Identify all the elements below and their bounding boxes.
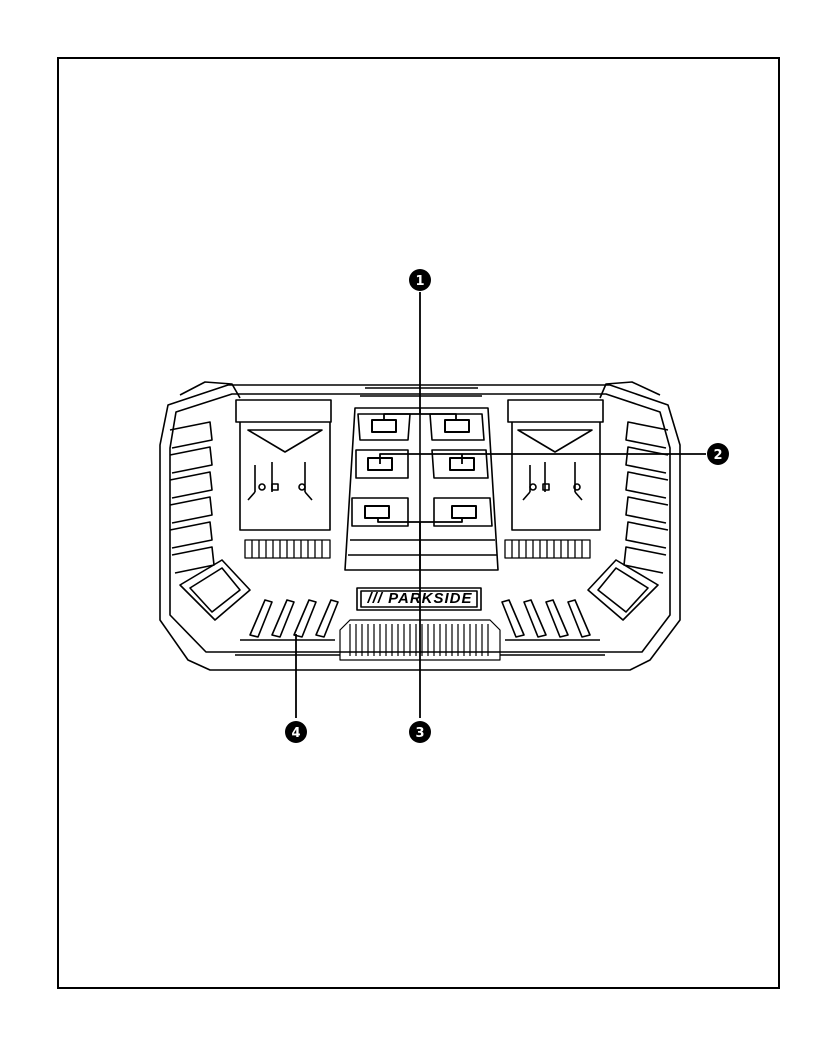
brand-label: /// PARKSIDE [366,590,472,607]
callout-4: 4 [285,721,307,743]
left-vent-grille [245,540,330,558]
callout-3: 3 [409,721,431,743]
right-battery-slot [508,400,603,530]
callout-2: 2 [707,443,729,465]
callout-2-number: 2 [713,448,722,463]
right-vent-grille [505,540,590,558]
callout-4-number: 4 [291,726,300,741]
left-battery-slot [236,400,331,530]
front-right-vents [500,600,605,655]
callout-1: 1 [409,269,431,291]
callout-1-number: 1 [415,274,424,289]
callout-leaders [296,292,706,718]
led-panel [345,388,498,570]
left-grip [170,422,250,620]
callout-3-number: 3 [415,726,424,741]
front-left-vents [235,600,340,655]
